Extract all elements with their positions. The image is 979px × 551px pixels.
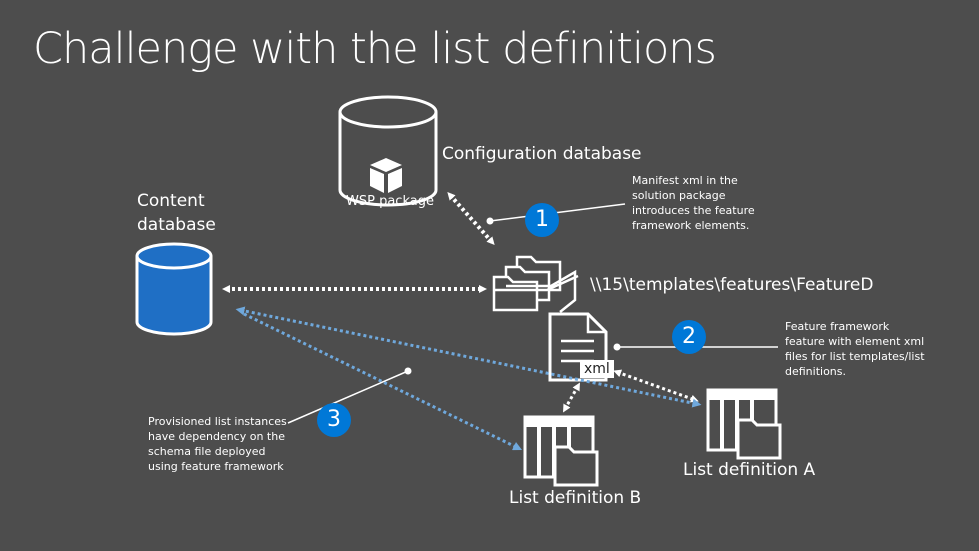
dependency-arrow-list-def-a	[235, 306, 702, 408]
arrow-folders-to-config-db	[447, 192, 495, 245]
xml-tag: xml	[580, 360, 614, 378]
configuration-database-icon	[338, 95, 438, 207]
feature-folders-icon	[492, 255, 579, 313]
list-definition-a-label: List definition A	[683, 460, 816, 480]
content-database-icon	[135, 242, 213, 336]
step-2-badge: 2	[672, 320, 706, 354]
configuration-database-label: Configuration database	[442, 144, 642, 164]
list-definition-a-icon	[706, 388, 782, 460]
dependency-arrow-list-def-b	[243, 312, 523, 451]
wsp-package-label: WSP package	[346, 194, 434, 209]
step-3-badge: 3	[317, 403, 351, 437]
page-title: Challenge with the list definitions	[33, 24, 717, 74]
wsp-package-icon	[370, 158, 402, 193]
step-1-note: Manifest xml in the solution package int…	[632, 174, 755, 232]
step-1-badge: 1	[525, 203, 559, 237]
step-2-note: Feature framework feature with element x…	[785, 320, 925, 378]
step-3-note: Provisioned list instances have dependen…	[148, 415, 287, 473]
feature-path-label: \\15\templates\features\FeatureD	[590, 275, 874, 295]
content-database-label: Content database	[137, 191, 216, 235]
arrow-xml-to-list-def-b	[563, 382, 580, 413]
callout-line-3	[287, 367, 412, 424]
list-definition-b-label: List definition B	[509, 488, 642, 508]
list-definition-b-icon	[523, 415, 599, 487]
arrow-xml-to-list-def-a	[613, 369, 699, 403]
